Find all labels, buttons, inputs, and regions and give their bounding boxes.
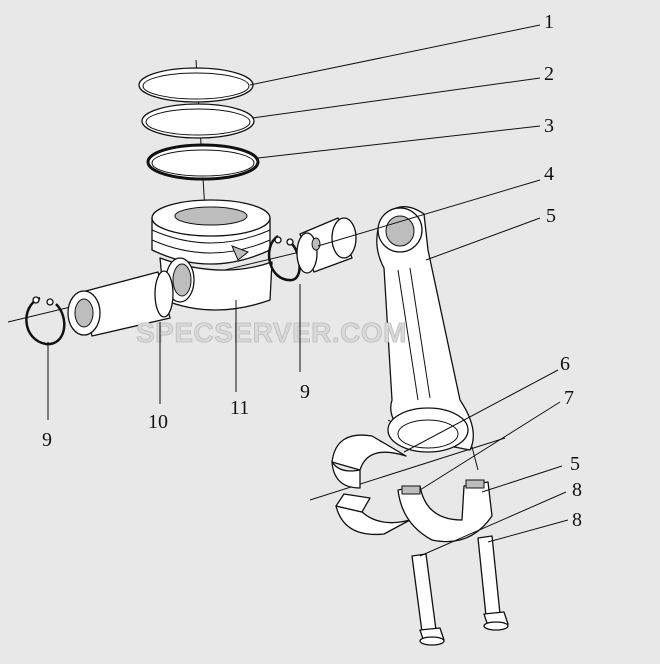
leader-4 xyxy=(317,179,541,247)
piston xyxy=(151,199,273,311)
small-end-bushing xyxy=(296,217,357,274)
callout-3: 3 xyxy=(544,115,554,137)
rod-bolt-right xyxy=(477,535,509,631)
leader-7 xyxy=(419,401,561,491)
callout-8a: 8 xyxy=(572,479,582,501)
callout-8b: 8 xyxy=(572,509,582,531)
connecting-rod-cap xyxy=(397,479,493,543)
callout-2: 2 xyxy=(544,63,554,85)
leader-8a xyxy=(419,491,567,557)
rod-bolt-left xyxy=(411,553,445,646)
callout-5b: 5 xyxy=(570,453,580,475)
leader-1 xyxy=(249,24,541,86)
leader-5a xyxy=(425,217,541,261)
bearing-shell-upper xyxy=(331,434,407,489)
callout-6: 6 xyxy=(560,353,570,375)
callout-7: 7 xyxy=(564,387,574,409)
watermark-text: SPECSERVER.COM xyxy=(136,317,407,348)
piston-ring-1 xyxy=(138,67,254,103)
callout-1: 1 xyxy=(544,11,554,33)
circlip-left xyxy=(25,296,66,346)
piston-ring-2 xyxy=(141,103,255,139)
leader-2 xyxy=(251,77,541,119)
callout-9b: 9 xyxy=(300,381,310,403)
piston-pin xyxy=(67,270,174,337)
leader-5b xyxy=(481,465,563,493)
leader-8b xyxy=(487,519,569,543)
callout-10: 10 xyxy=(148,411,168,433)
callout-4: 4 xyxy=(544,163,554,185)
connecting-rod xyxy=(376,206,474,453)
bearing-shell-lower xyxy=(335,493,411,536)
leader-3 xyxy=(257,125,541,159)
leader-6 xyxy=(403,369,559,453)
callout-11: 11 xyxy=(230,397,249,419)
piston-ring-3 xyxy=(146,143,260,181)
callout-9a: 9 xyxy=(42,429,52,451)
callout-5a: 5 xyxy=(546,205,556,227)
